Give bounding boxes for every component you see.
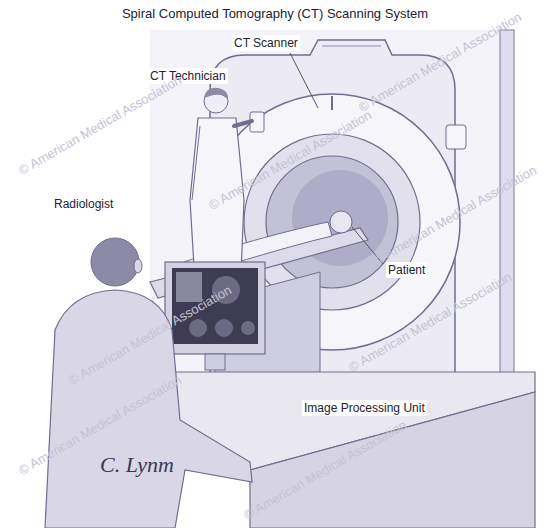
gantry-handle — [322, 46, 381, 47]
part-label: Image Processing Unit — [302, 400, 427, 416]
scan-image — [215, 319, 233, 337]
gantry-inner-ring — [244, 134, 420, 310]
radiologist-ear — [134, 259, 142, 273]
radiologist-head — [91, 238, 139, 286]
monitor-stand — [205, 354, 225, 370]
technician-arm — [234, 121, 252, 126]
leader-line — [290, 53, 318, 108]
diagram-title: Spiral Computed Tomography (CT) Scanning… — [0, 6, 550, 21]
patient-head — [330, 211, 352, 233]
scan-image — [241, 321, 255, 335]
gantry-notch — [331, 96, 333, 110]
part-label: Radiologist — [52, 196, 115, 212]
technician-hair — [204, 88, 228, 100]
gantry-bore — [266, 156, 398, 288]
artist-signature: C. Lynm — [100, 452, 174, 478]
technician-arm-left — [192, 126, 200, 200]
part-label: CT Scanner — [232, 35, 300, 51]
desk-front — [250, 392, 535, 528]
control-panel — [446, 125, 466, 149]
scan-image — [189, 319, 207, 337]
part-label: Patient — [386, 262, 427, 278]
window-frame — [500, 30, 514, 400]
